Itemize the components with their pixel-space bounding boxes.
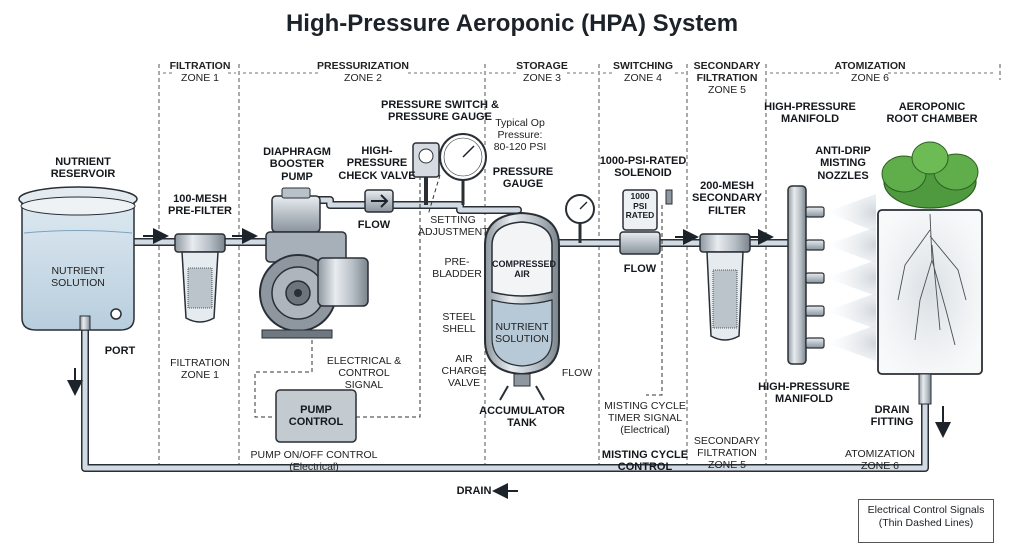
manifold [787, 185, 876, 365]
electrical-signal-lines [254, 170, 663, 418]
label-flow-check: FLOW [357, 219, 391, 231]
label-pre-bladder: PRE- BLADDER [432, 256, 482, 280]
label-solenoid-body: 1000 PSI RATED [625, 191, 655, 221]
check-valve [364, 189, 394, 213]
label-flow-tank: FLOW [561, 367, 593, 379]
label-typical-op: Typical Op Pressure: 80-120 PSI [493, 117, 547, 153]
label-air-charge-valve: AIR CHARGE VALVE [441, 353, 487, 389]
label-compressed-air: COMPRESSED AIR [492, 259, 557, 280]
pump-control-box [275, 389, 357, 443]
label-manifold-top: HIGH-PRESSURE MANIFOLD [764, 101, 856, 126]
nutrient-reservoir [18, 186, 138, 331]
label-tank-nutrient: NUTRIENT SOLUTION [495, 321, 549, 345]
label-setting-adjustment: SETTING ADJUSTMENT [418, 214, 489, 238]
label-pressure-gauge: PRESSURE GAUGE [492, 166, 554, 191]
pre-filter [174, 233, 226, 323]
pipes [81, 196, 929, 472]
label-zone1-bottom: FILTRATION ZONE 1 [170, 357, 230, 381]
root-chamber [877, 141, 983, 405]
legend-box: Electrical Control Signals (Thin Dashed … [858, 499, 994, 543]
diaphragm-pump [259, 187, 369, 339]
label-solenoid: 1000-PSI-RATED SOLENOID [599, 155, 687, 180]
label-reservoir: NUTRIENT RESERVOIR [50, 156, 116, 181]
label-zone5-bottom: SECONDARY FILTRATION ZONE 5 [693, 435, 761, 471]
label-secondary-filter: 200-MESH SECONDARY FILTER [692, 180, 762, 217]
label-nutrient-solution: NUTRIENT SOLUTION [51, 265, 105, 289]
label-prefilter: 100-MESH PRE-FILTER [168, 193, 232, 218]
secondary-filter [699, 233, 751, 341]
label-flow-solenoid: FLOW [623, 263, 657, 275]
solenoid-valve [619, 189, 673, 255]
label-manifold-bottom: HIGH-PRESSURE MANIFOLD [758, 381, 850, 406]
page-title: High-Pressure Aeroponic (HPA) System [285, 10, 739, 37]
label-pump: DIAPHRAGM BOOSTER PUMP [263, 146, 331, 183]
label-drain: DRAIN [456, 485, 492, 497]
label-timer-signal: MISTING CYCLE TIMER SIGNAL (Electrical) [604, 400, 686, 436]
label-drain-fitting: DRAIN FITTING [870, 404, 914, 429]
label-pressure-switch: PRESSURE SWITCH & PRESSURE GAUGE [381, 99, 499, 124]
label-nozzles: ANTI-DRIP MISTING NOZZLES [815, 145, 871, 182]
label-zone6-bottom: ATOMIZATION ZONE 6 [845, 448, 915, 472]
label-pump-control: PUMP CONTROL [288, 404, 344, 429]
label-electrical-control: ELECTRICAL & CONTROL SIGNAL [326, 355, 402, 391]
label-misting-control: MISTING CYCLE CONTROL [601, 449, 689, 474]
label-root-chamber: AEROPONIC ROOT CHAMBER [886, 101, 978, 126]
label-pump-onoff: PUMP ON/OFF CONTROL(Electrical) [250, 449, 378, 473]
label-accumulator: ACCUMULATOR TANK [479, 405, 565, 430]
legend-line2: (Thin Dashed Lines) [878, 517, 974, 529]
label-steel-shell: STEEL SHELL [442, 311, 476, 335]
label-port: PORT [104, 345, 136, 357]
label-check-valve: HIGH- PRESSURE CHECK VALVE [338, 145, 416, 182]
accumulator-tank [484, 194, 595, 401]
pressure-switch-gauge [412, 133, 487, 205]
legend-line1: Electrical Control Signals [867, 504, 985, 516]
